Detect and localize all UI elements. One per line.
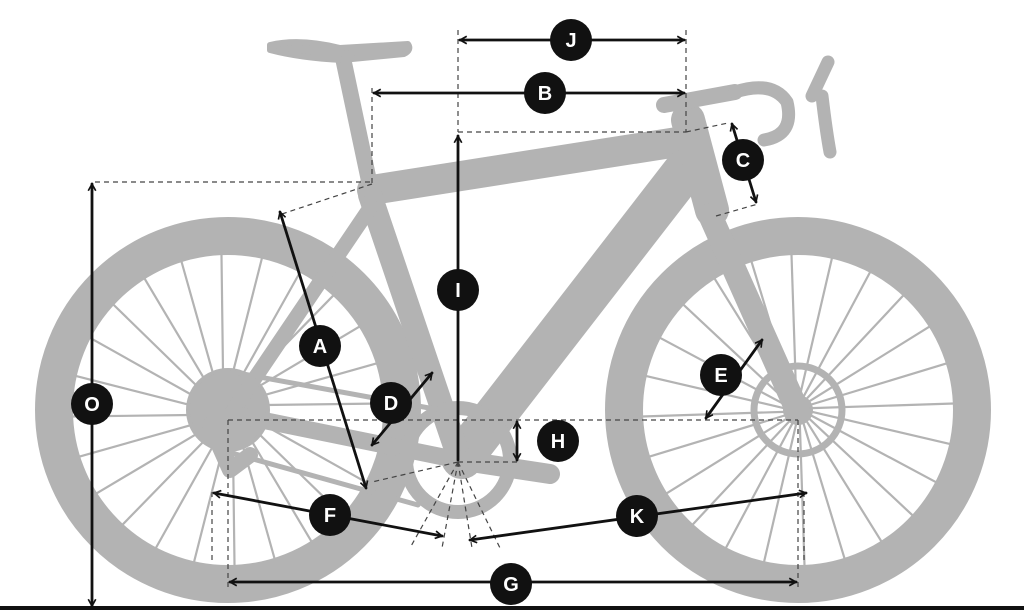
- front-spoke: [802, 421, 846, 560]
- label-h: H: [551, 431, 565, 453]
- top-tube: [357, 125, 705, 205]
- saddle: [267, 39, 413, 63]
- front-spoke: [648, 414, 787, 458]
- rear-spoke: [192, 446, 225, 564]
- rear-spoke: [154, 444, 215, 550]
- fork: [698, 203, 810, 424]
- badge-b: B: [524, 72, 566, 114]
- label-o: O: [84, 394, 100, 416]
- badge-c: C: [722, 139, 764, 181]
- label-e: E: [714, 365, 727, 387]
- rear-spoke: [143, 277, 206, 381]
- badge-j: J: [550, 19, 592, 61]
- front-spoke: [798, 256, 834, 398]
- front-spoke: [809, 362, 948, 406]
- rear-spoke: [112, 303, 199, 388]
- bike-silhouette: [35, 39, 991, 603]
- front-spoke: [805, 294, 905, 400]
- label-c: C: [736, 150, 750, 172]
- label-b: B: [538, 83, 552, 105]
- seat-post: [335, 50, 380, 203]
- rear-spoke: [95, 432, 199, 495]
- badge-h: H: [537, 420, 579, 462]
- handlebar: [728, 81, 796, 147]
- rear-derailleur: [202, 417, 258, 478]
- badge-g: G: [490, 563, 532, 605]
- front-spoke: [790, 253, 798, 398]
- rear-spoke: [220, 253, 225, 374]
- front-spoke: [808, 417, 914, 517]
- badge-d: D: [370, 382, 412, 424]
- badge-f: F: [309, 494, 351, 536]
- front-spoke: [810, 402, 955, 410]
- label-j: J: [565, 30, 576, 52]
- brake-hood: [805, 55, 837, 159]
- badge-o: O: [71, 383, 113, 425]
- rear-spoke: [78, 423, 195, 458]
- label-badges: J B C I A D E H O F K G: [71, 19, 764, 605]
- label-d: D: [384, 393, 398, 415]
- badge-e: E: [700, 354, 742, 396]
- front-spoke: [807, 325, 931, 403]
- stem: [656, 84, 743, 113]
- badge-a: A: [299, 325, 341, 367]
- rear-spoke: [88, 336, 194, 397]
- bb-to-rear-guide: [371, 461, 459, 483]
- front-spoke: [805, 419, 883, 543]
- bb-fan-2: [441, 461, 459, 549]
- front-spoke: [802, 270, 872, 399]
- label-k: K: [630, 506, 645, 528]
- badge-k: K: [616, 495, 658, 537]
- front-spoke: [665, 417, 789, 495]
- c-top-guide: [685, 122, 729, 133]
- front-spoke: [810, 410, 952, 446]
- a-top-guide: [281, 183, 373, 215]
- rear-spoke: [121, 439, 206, 526]
- front-spoke: [691, 420, 791, 526]
- rear-spoke: [180, 260, 215, 377]
- crank-arm: [448, 450, 560, 484]
- c-bottom-guide: [715, 203, 759, 217]
- badge-i: I: [437, 269, 479, 311]
- head-tube: [671, 103, 729, 227]
- label-f: F: [324, 505, 336, 527]
- down-tube: [441, 149, 706, 479]
- label-g: G: [503, 574, 519, 596]
- label-i: I: [455, 280, 461, 302]
- label-a: A: [313, 336, 327, 358]
- front-spoke: [641, 410, 786, 418]
- front-spoke: [809, 414, 938, 484]
- rear-spoke: [231, 256, 264, 374]
- rear-spoke: [264, 402, 385, 407]
